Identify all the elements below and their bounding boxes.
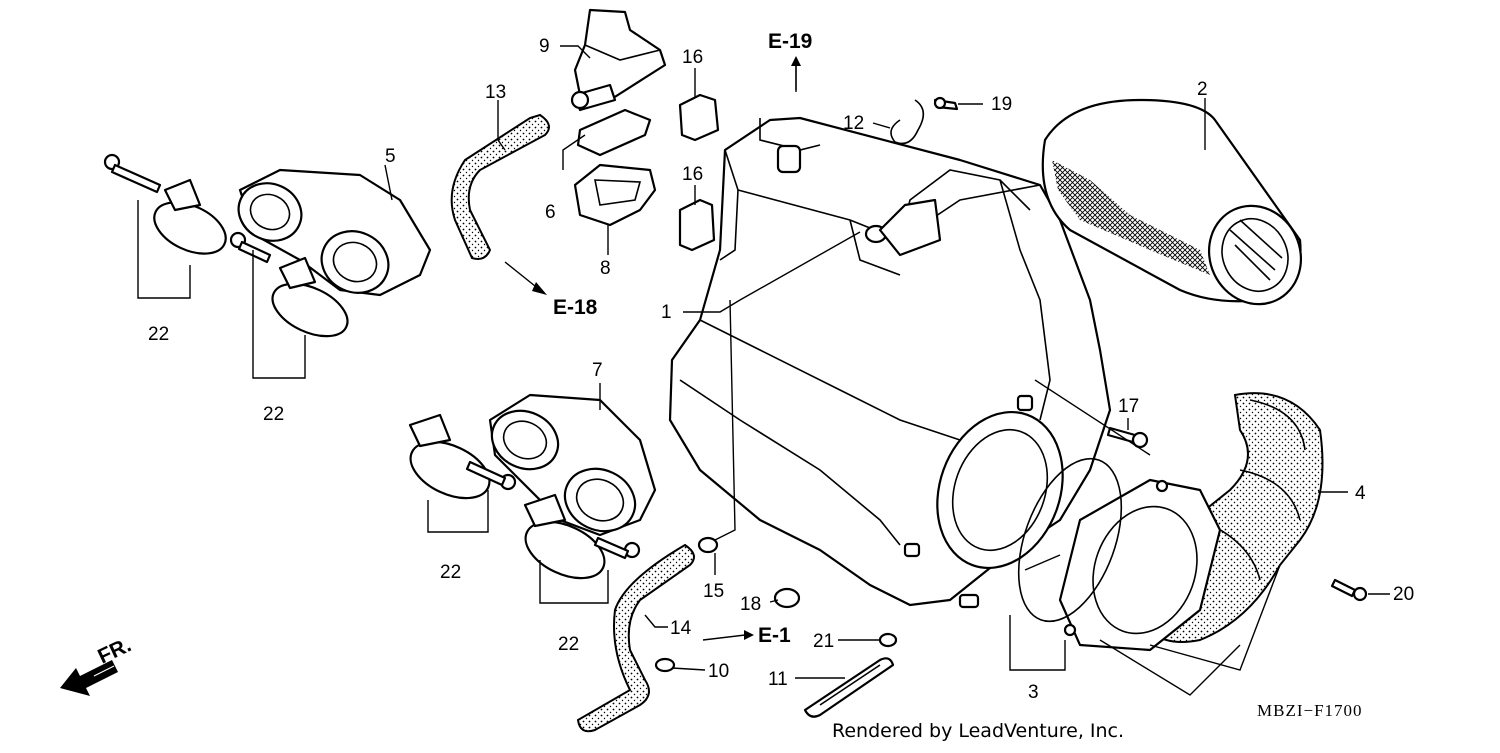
label-22-a: 22 xyxy=(148,324,169,345)
insulator-7 xyxy=(488,393,657,537)
label-8: 8 xyxy=(600,258,611,279)
item-6-pad xyxy=(576,108,652,157)
air-cleaner-case xyxy=(668,116,1112,609)
front-label: FR. xyxy=(94,633,134,668)
label-12: 12 xyxy=(843,113,864,134)
label-2: 2 xyxy=(1197,79,1208,100)
item-16-lower-pad xyxy=(678,198,716,252)
label-5: 5 xyxy=(385,146,396,167)
hose-14 xyxy=(576,543,695,733)
label-3: 3 xyxy=(1028,682,1039,703)
label-16-upper: 16 xyxy=(682,47,703,68)
band-lower-mid xyxy=(523,493,641,580)
label-1: 1 xyxy=(661,302,672,323)
label-21: 21 xyxy=(813,631,834,652)
diagram-code: MBZI−F1700 xyxy=(1257,701,1363,720)
case-clamp xyxy=(890,96,959,145)
arrow-e18 xyxy=(504,261,547,295)
grommet-18 xyxy=(773,587,801,609)
clip-15 xyxy=(697,536,719,554)
clip-10 xyxy=(654,657,676,673)
item-16-upper-pad xyxy=(678,93,720,142)
ref-e19: E-19 xyxy=(768,30,812,53)
band-upper-left xyxy=(103,153,227,255)
label-16-lower: 16 xyxy=(682,164,703,185)
label-19: 19 xyxy=(991,94,1012,115)
label-9: 9 xyxy=(539,36,550,57)
label-7: 7 xyxy=(592,360,603,381)
rendered-by-credit: Rendered by LeadVenture, Inc. xyxy=(832,720,1124,742)
label-10: 10 xyxy=(708,661,729,682)
part-labels: 9 13 6 8 16 16 E-19 12 19 2 5 E-18 1 22 … xyxy=(94,30,1414,742)
band-lower-left xyxy=(408,413,517,500)
label-15: 15 xyxy=(703,581,724,602)
screw-20 xyxy=(1330,578,1368,602)
label-11: 11 xyxy=(768,669,788,690)
ref-e18: E-18 xyxy=(553,296,598,319)
item-9-sensor xyxy=(570,8,667,112)
band-upper-mid xyxy=(229,231,349,338)
clip-21 xyxy=(878,632,898,648)
label-22-d: 22 xyxy=(558,634,579,655)
item-8-holder xyxy=(573,163,657,227)
label-20: 20 xyxy=(1393,584,1414,605)
arrow-e19 xyxy=(791,56,801,90)
label-4: 4 xyxy=(1355,483,1366,504)
label-13: 13 xyxy=(485,82,506,103)
arrow-e1 xyxy=(744,630,754,640)
label-14: 14 xyxy=(670,618,692,639)
label-22-c: 22 xyxy=(440,562,461,583)
label-17: 17 xyxy=(1118,396,1139,417)
tube-11 xyxy=(803,657,895,718)
label-18: 18 xyxy=(740,594,761,615)
insulator-5 xyxy=(237,168,432,297)
label-6: 6 xyxy=(545,202,556,223)
air-filter-element xyxy=(1041,98,1303,306)
label-22-b: 22 xyxy=(263,404,284,425)
front-arrow-icon xyxy=(60,655,118,696)
hose-13 xyxy=(450,113,550,260)
connecting-plate xyxy=(1017,457,1222,652)
ref-e1: E-1 xyxy=(758,624,791,647)
